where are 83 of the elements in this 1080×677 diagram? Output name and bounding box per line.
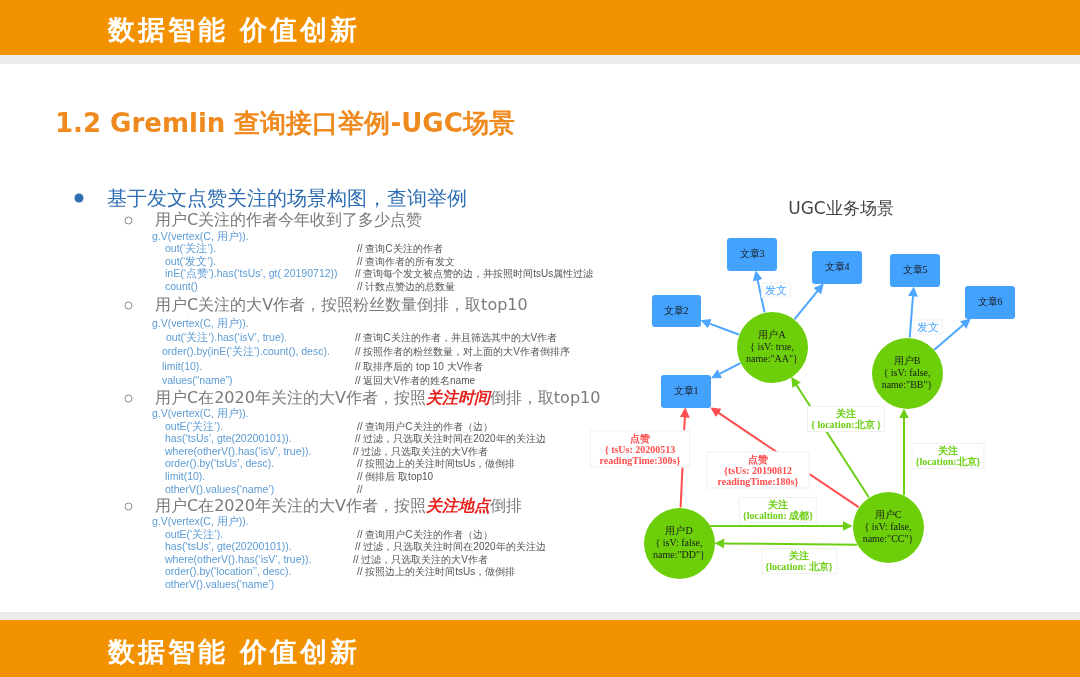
vertex-circle [736, 311, 808, 383]
edge-label: 关注 {localtion: 成都} [738, 497, 818, 523]
edge-label: 关注 {location:北京} [911, 443, 985, 469]
code-line: where(otherV().has(‘isV’, true)). [165, 552, 312, 566]
arrow [752, 270, 766, 314]
code-line: has(‘tsUs’, gte(20200101)). [165, 539, 292, 553]
edge-label: 发文 [913, 319, 943, 335]
edge-label: 发文 [761, 282, 791, 298]
edge-label: 点赞 {tsUs: 20190812 readingTime:180s} [706, 451, 810, 489]
vertex-box: 文章2 [651, 295, 701, 327]
vertex-properties: { isV: false, name:"CC"} [861, 521, 915, 545]
code-line: count() [165, 279, 198, 293]
code-line: out(‘发文’). [165, 254, 217, 267]
slogan-text: 数据智能 价值创新 [108, 637, 361, 667]
code-line: inE(‘点赞’).has(‘tsUs’, gt( 20190712)) [165, 266, 338, 280]
vertex-circle [871, 337, 943, 409]
code-comment: // 返回大V作者的姓名name [355, 373, 476, 387]
vertex-box: 文章3 [727, 237, 777, 271]
code-comment: // 过滤，只选取关注的大V作者 [353, 552, 488, 566]
slogan-text: 数据智能 价值创新 [108, 15, 361, 45]
vertex-box: 文章5 [890, 253, 940, 287]
code-comment: // [357, 482, 363, 496]
code-line: g.V(vertex(C, 用户)). [152, 406, 249, 420]
code-line: values(“name”) [162, 373, 233, 387]
arrow [793, 283, 824, 321]
code-line: otherV().values(‘name’) [165, 482, 275, 496]
vertex-properties: { isV: true, name:"AA"} [745, 341, 799, 365]
code-comment: // 查询C关注的作者 [357, 241, 443, 255]
code-line: outE(‘关注’). [165, 419, 224, 433]
code-line: has(‘tsUs’, gte(20200101)). [165, 431, 292, 445]
code-line: order().by(inE(‘关注’).count(), desc). [162, 344, 330, 358]
arrow [899, 408, 909, 497]
vertex-properties: { isV: false, name:"BB"} [880, 367, 934, 391]
graph-heading: UGC业务场景 [788, 198, 894, 218]
code-line: otherV().values(‘name’) [165, 577, 275, 591]
arrow [700, 319, 740, 336]
arrow [711, 362, 742, 379]
code-comment: // 查询用户C关注的作者（边） [357, 527, 493, 541]
code-line: out(‘关注’).has(‘isV’, true). [166, 330, 288, 344]
edge-label: 关注 {location: 北京} [761, 548, 837, 574]
arrow [709, 521, 853, 531]
vertex-name: 用户C [874, 509, 902, 521]
slide-title: 1.2 Gremlin 查询接口举例-UGC场景 [55, 107, 515, 139]
code-comment: // 查询C关注的作者，并且筛选其中的大V作者 [355, 330, 558, 344]
vertex-name: 用户D [665, 525, 693, 537]
code-comment: // 过滤，只选取关注的大V作者 [353, 444, 488, 458]
code-line: order().by(‘tsUs’, desc). [165, 456, 275, 470]
code-comment: // 过滤，只选取关注时间在2020年的关注边 [355, 432, 546, 445]
question-text: 用户C在2020年关注的大V作者，按照关注时间倒排，取top10 [155, 388, 601, 408]
code-line: limit(10). [162, 359, 203, 373]
code-comment: // 查询每个发文被点赞的边，并按照时间tsUs属性过滤 [355, 267, 594, 280]
code-comment: // 按照作者的粉丝数量，对上面的大V作者倒排序 [355, 344, 570, 358]
code-line: g.V(vertex(C, 用户)). [152, 514, 249, 528]
arrow [907, 286, 918, 339]
question-text: 用户C关注的大V作者，按照粉丝数量倒排，取top10 [155, 295, 528, 315]
vertex-box: 文章4 [812, 250, 862, 284]
vertex-name: 用户B [893, 355, 921, 367]
arrow [933, 318, 971, 351]
code-line: g.V(vertex(C, 用户)). [152, 316, 249, 330]
code-comment: // 查询用户C关注的作者（边） [357, 419, 493, 433]
code-comment: // 查询作者的所有发文 [357, 254, 456, 268]
code-comment: // 按照边上的关注时间tsUs，做倒排 [357, 457, 516, 470]
vertex-name: 用户A [758, 329, 786, 341]
code-comment: // 倒排后 取top10 [357, 469, 434, 483]
bullet-text: 基于发文点赞关注的场景构图，查询举例 [107, 186, 467, 210]
code-comment: // 计数点赞边的总数量 [357, 279, 456, 293]
code-line: limit(10). [165, 469, 206, 483]
question-text: 用户C在2020年关注的大V作者，按照关注地点倒排 [155, 496, 522, 516]
code-comment: // 按照边上的关注时间tsUs，做倒排 [357, 565, 516, 578]
code-comment: // 取排序后的 top 10 大V作者 [355, 359, 484, 373]
arrow [714, 538, 859, 549]
edge-label: 关注 { location:北京 } [806, 406, 886, 432]
code-line: outE(‘关注’). [165, 527, 224, 541]
vertex-box: 文章1 [661, 374, 711, 408]
code-line: order().by(‘location’’, desc). [165, 564, 292, 578]
code-line: out(‘关注’). [165, 241, 217, 255]
code-comment: // 过滤，只选取关注时间在2020年的关注边 [355, 540, 546, 553]
vertex-box: 文章6 [965, 285, 1015, 319]
edge-label: 点赞 { tsUs: 20200513 readingTime:300s} [590, 430, 690, 468]
code-line: g.V(vertex(C, 用户)). [152, 229, 249, 242]
question-text: 用户C关注的作者今年收到了多少点赞 [155, 210, 423, 230]
vertex-properties: { isV: false, name:"DD"} [652, 537, 706, 561]
code-line: where(otherV().has(‘isV’, true)). [165, 444, 312, 458]
